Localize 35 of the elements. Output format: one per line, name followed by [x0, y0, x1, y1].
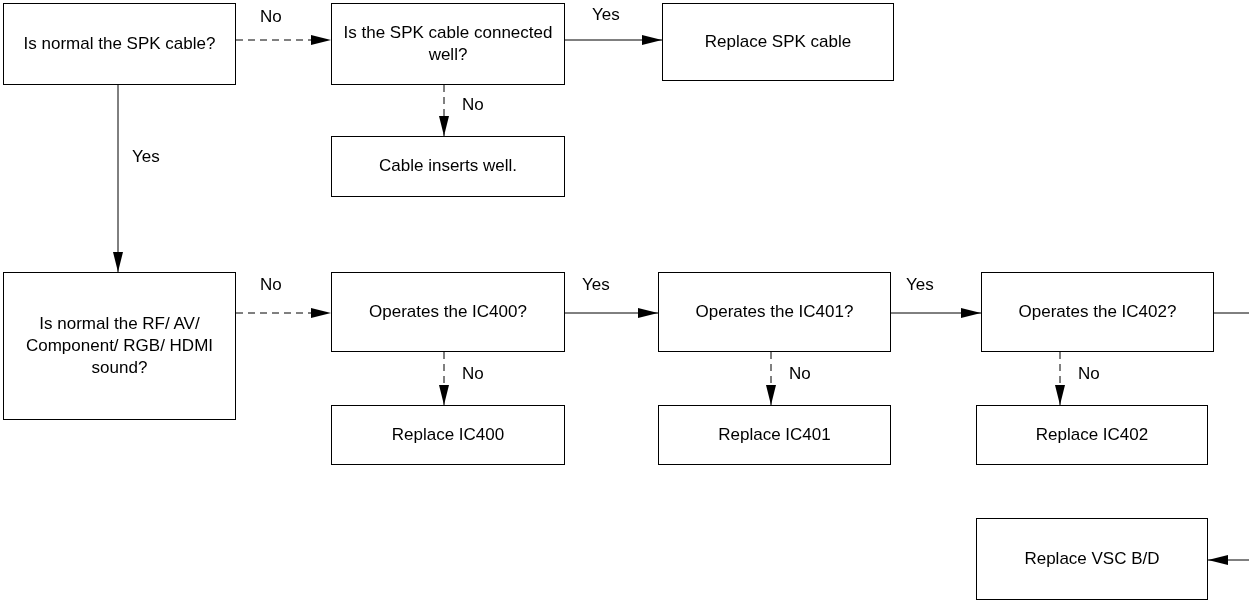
dashed-arrow — [235, 35, 332, 45]
box-text: Replace SPK cable — [704, 30, 852, 53]
process-box — [981, 272, 1214, 352]
dashed-arrow — [235, 308, 332, 318]
process-box — [331, 136, 565, 197]
box-text: Operates the IC402? — [1018, 300, 1177, 323]
dashed-arrow — [1055, 351, 1065, 406]
arrow — [1207, 555, 1249, 565]
box-text: Operates the IC400? — [369, 300, 527, 323]
box-text: Cable inserts well. — [379, 155, 517, 178]
box-text: Is normal the SPK cable? — [23, 32, 216, 55]
arrow — [890, 308, 982, 318]
arrow — [564, 35, 663, 45]
box-text: Is normal the RF/ AV/ Component/ RGB/ HDMI sound? — [24, 312, 215, 380]
box-text: Is the SPK cable connected well? — [342, 21, 554, 66]
process-box — [331, 405, 565, 465]
dashed-arrow — [766, 351, 776, 406]
arrow — [564, 308, 659, 318]
process-box — [976, 405, 1208, 465]
process-box — [331, 272, 565, 352]
box-text: Replace IC400 — [391, 423, 505, 446]
process-box — [658, 272, 891, 352]
process-box — [662, 3, 894, 81]
box-text: Operates the IC401? — [695, 300, 854, 323]
arrow — [113, 84, 123, 273]
process-box — [658, 405, 891, 465]
box-text: Replace VSC B/D — [1024, 547, 1160, 570]
process-box — [331, 3, 565, 85]
process-box — [3, 272, 236, 420]
process-box — [3, 3, 236, 85]
box-text: Replace IC401 — [718, 423, 831, 446]
process-box — [976, 518, 1208, 600]
box-text: Replace IC402 — [1035, 423, 1149, 446]
dashed-arrow — [439, 84, 449, 137]
dashed-arrow — [439, 351, 449, 406]
